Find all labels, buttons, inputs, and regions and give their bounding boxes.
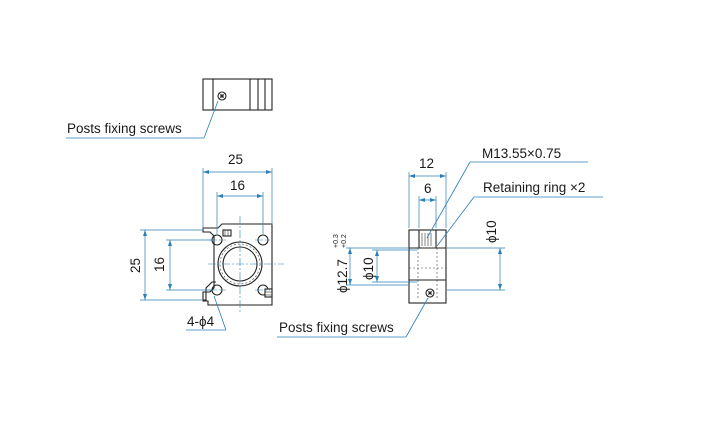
thread-leader — [426, 161, 588, 239]
dim-right-diameter — [447, 247, 505, 291]
retaining-ring-label: Retaining ring ×2 — [483, 180, 585, 195]
thread-spec-label: M13.55×0.75 — [482, 146, 561, 161]
dim-front-height-16 — [166, 239, 211, 291]
dim-side-inner: 6 — [424, 181, 432, 196]
top-screw-leader — [66, 100, 219, 139]
dim-front-width-25 — [202, 168, 273, 230]
dim-side-bore-inner — [372, 249, 417, 283]
dim-bore-inner: ϕ10 — [361, 257, 376, 280]
dim-front-height-25 — [140, 229, 202, 301]
dim-side-6 — [418, 196, 437, 228]
dim-bore-tol-lower: +0.2 — [341, 234, 348, 248]
dim-front-width-outer: 25 — [228, 152, 243, 167]
dim-front-width-16 — [216, 192, 264, 234]
posts-fixing-screws-label-top: Posts fixing screws — [67, 121, 182, 136]
holes-label: 4-ϕ4 — [187, 314, 215, 329]
dim-side-width: 12 — [419, 156, 434, 171]
dim-bore-outer: ϕ12.7 — [335, 259, 350, 293]
retaining-ring-leader — [436, 196, 603, 247]
side-screw-leader — [277, 297, 429, 338]
top-view — [202, 78, 273, 111]
dim-front-width-inner: 16 — [230, 178, 245, 193]
dim-side-bore-outer — [346, 247, 408, 286]
dim-bore-tol-upper: +0.3 — [333, 234, 340, 248]
dim-right-diameter-label: ϕ10 — [484, 220, 499, 243]
dim-front-height-inner: 16 — [152, 257, 167, 272]
holes-leader — [186, 295, 227, 331]
posts-fixing-screws-label-side: Posts fixing screws — [279, 320, 394, 335]
dim-front-height-outer: 25 — [128, 258, 143, 273]
dim-side-12 — [408, 172, 447, 228]
front-view — [202, 216, 284, 312]
